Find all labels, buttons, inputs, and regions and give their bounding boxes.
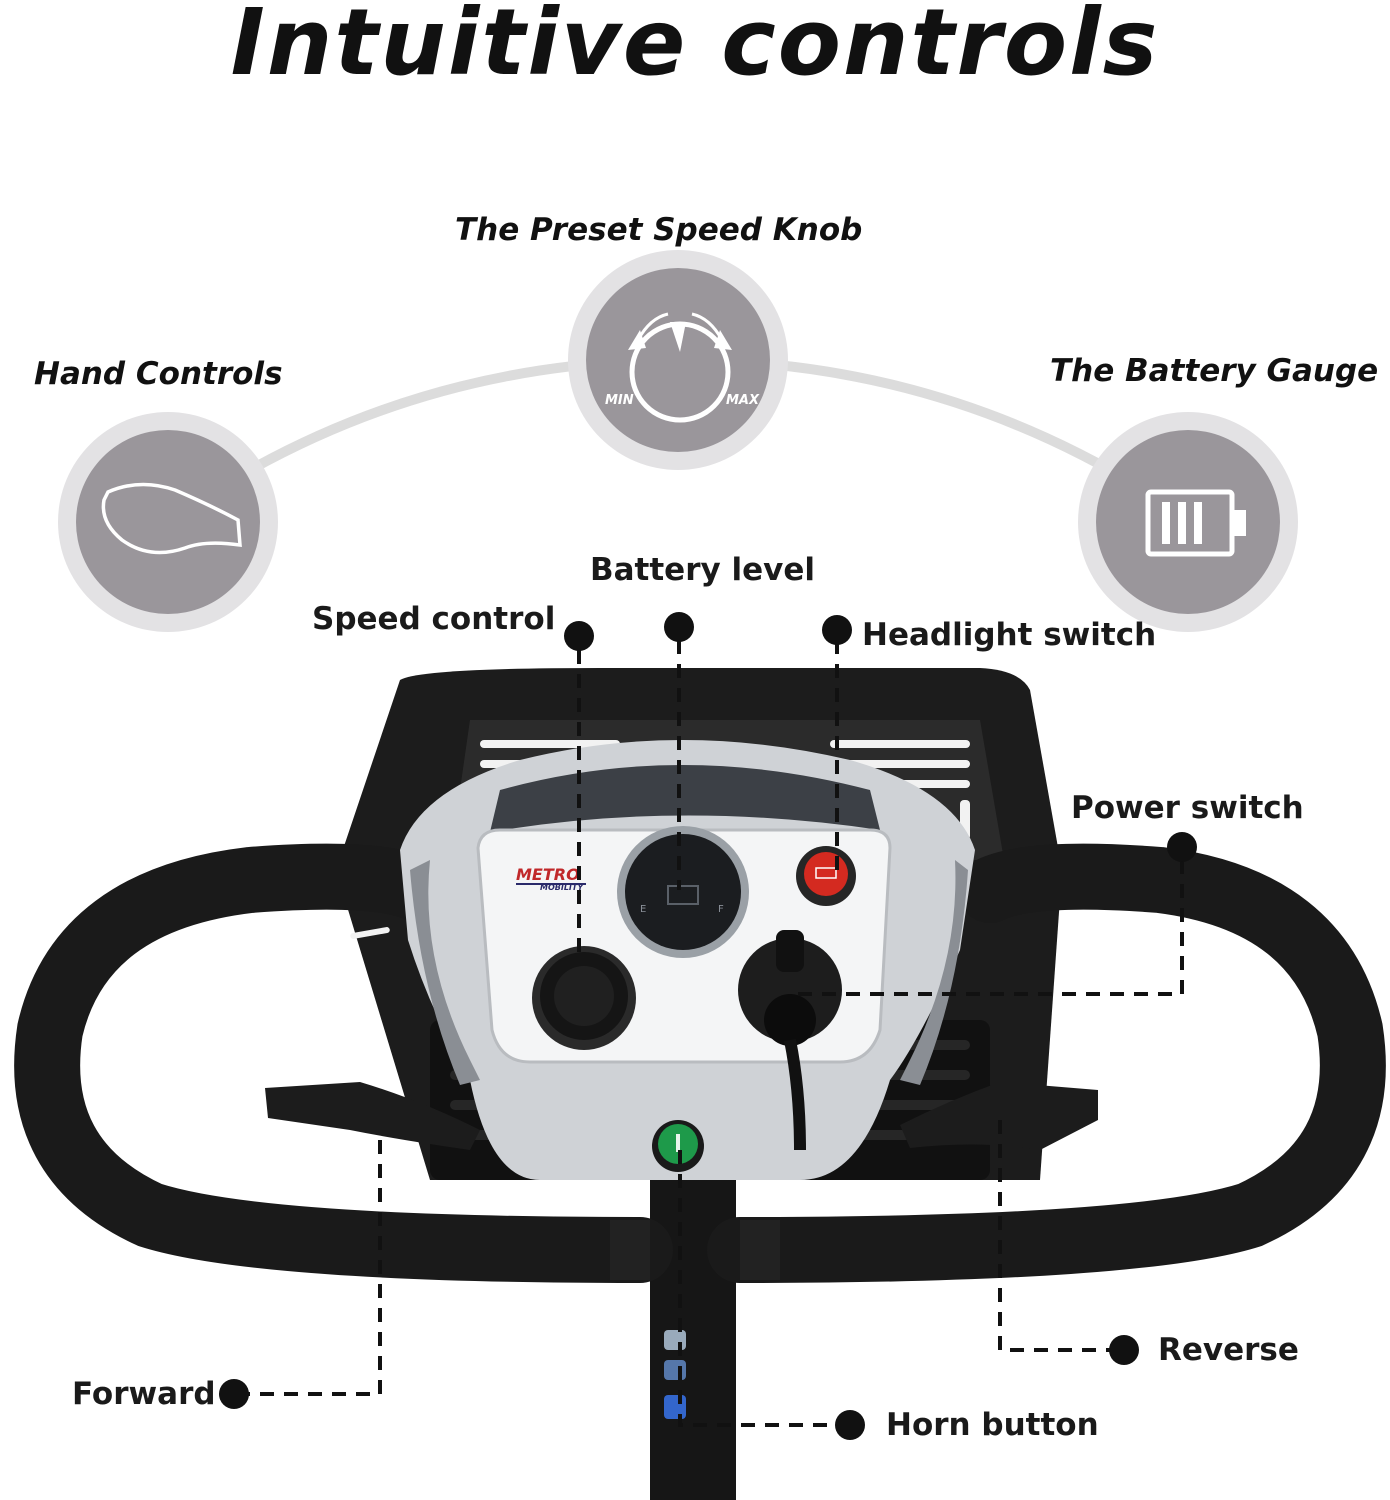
speed-control-knob xyxy=(532,946,636,1050)
hand-grip-icon xyxy=(101,482,242,555)
column-decals xyxy=(664,1330,686,1419)
power-key-switch xyxy=(738,930,842,1151)
headlight-button xyxy=(796,846,856,906)
reverse-lever xyxy=(900,1082,1098,1150)
preset-speed-knob-label: The Preset Speed Knob xyxy=(455,212,863,248)
forward-leader xyxy=(248,1140,382,1396)
knob-min-label: MIN xyxy=(605,393,634,408)
horn-button-callout: Horn button xyxy=(886,1407,1099,1443)
forward-dot xyxy=(219,1379,249,1409)
reverse-dot xyxy=(1109,1335,1139,1365)
forward-callout: Forward xyxy=(72,1376,216,1412)
battery-gauge-label: The Battery Gauge xyxy=(1050,353,1379,389)
power-switch-dot xyxy=(1167,832,1197,862)
speed-control-callout: Speed control xyxy=(312,601,556,637)
headlight-switch-callout: Headlight switch xyxy=(862,617,1157,653)
brand-sub-logo: MOBILITY xyxy=(540,883,584,892)
gauge-e-label: E xyxy=(640,904,646,915)
steering-column xyxy=(650,1170,736,1500)
battery-level-callout: Battery level xyxy=(590,552,816,588)
battery-icon xyxy=(1145,489,1246,557)
speed-control-dot xyxy=(564,621,594,651)
speed-knob-feature-circle: MIN MAX xyxy=(568,250,788,470)
reverse-callout: Reverse xyxy=(1158,1332,1299,1368)
headlight-switch-dot xyxy=(822,615,852,645)
reverse-leader xyxy=(998,1120,1110,1352)
hand-controls-feature-circle xyxy=(58,412,278,632)
brand-logo: METRO xyxy=(516,865,580,884)
forward-lever xyxy=(265,1082,480,1150)
horn-button-dot xyxy=(835,1410,865,1440)
knob-max-label: MAX xyxy=(726,393,760,408)
power-switch-leader xyxy=(796,860,1184,996)
power-switch-callout: Power switch xyxy=(1071,790,1304,826)
page-title: Intuitive controls xyxy=(230,0,1160,96)
battery-level-dot xyxy=(664,612,694,642)
battery-level-gauge: E F xyxy=(617,826,749,958)
battery-gauge-feature-circle xyxy=(1078,412,1298,632)
hand-controls-label: Hand Controls xyxy=(34,356,283,392)
horn-button-leader xyxy=(678,1150,840,1427)
horn-button xyxy=(652,1120,704,1172)
gauge-f-label: F xyxy=(718,904,724,915)
handlebar xyxy=(14,843,1386,1283)
